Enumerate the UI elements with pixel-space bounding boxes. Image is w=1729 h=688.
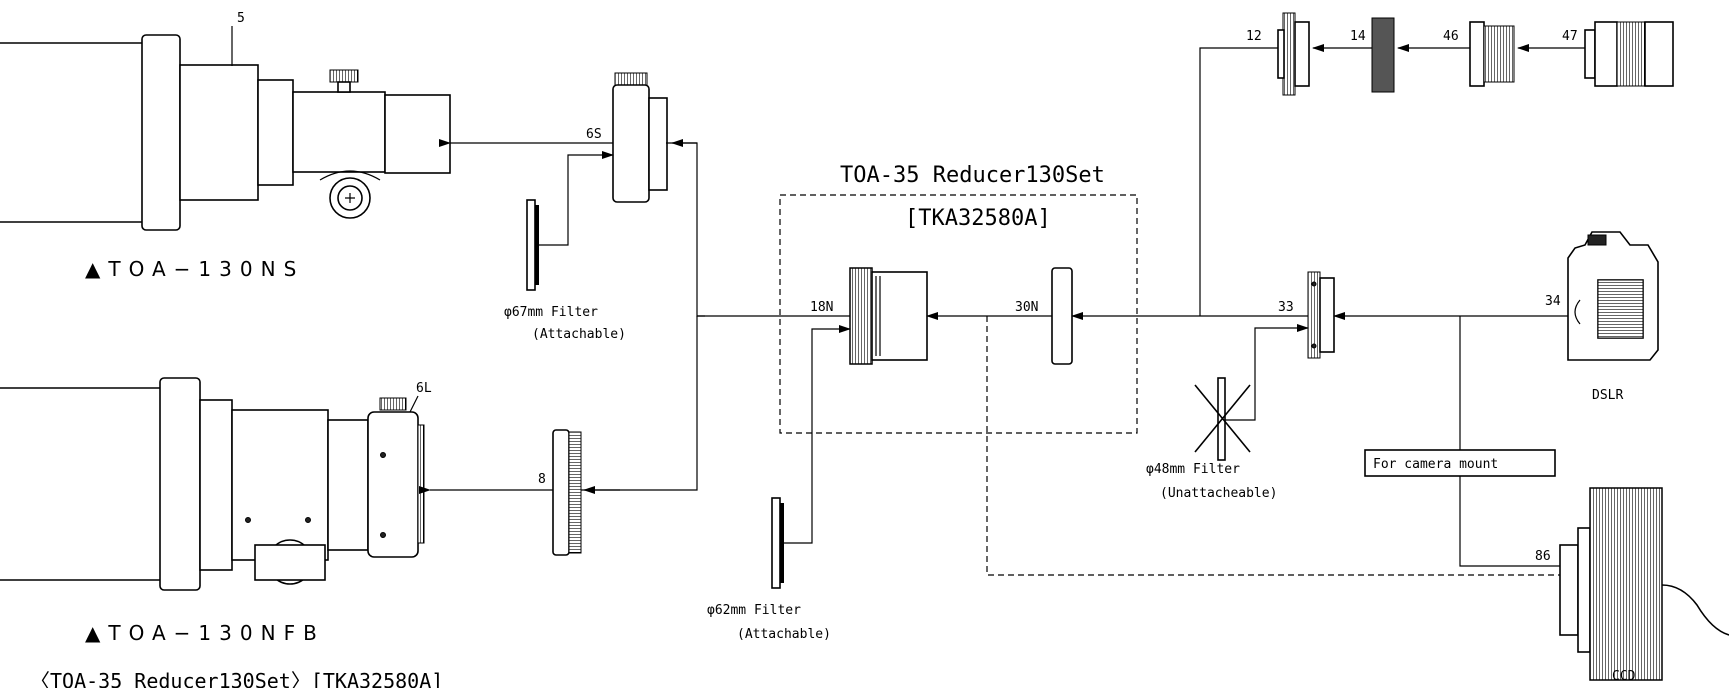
telescope-toa130ns xyxy=(0,34,451,231)
scope-ns-name: ▲TOA−130NS xyxy=(85,257,304,281)
camera-mount-label: For camera mount xyxy=(1373,457,1498,472)
part-12-adapter xyxy=(1277,12,1310,96)
part-12-label: 12 xyxy=(1246,29,1262,44)
reducer-set-code: [TKA32580A] xyxy=(905,206,1051,231)
scope-nfb-name: ▲TOA−130NFB xyxy=(85,621,325,645)
part-47-label: 47 xyxy=(1562,29,1578,44)
part-6l-label: 6L xyxy=(416,381,432,396)
reducer-set-title: TOA-35 Reducer130Set xyxy=(840,163,1105,188)
part-18n-label: 18N xyxy=(810,300,833,315)
reducer-set-box xyxy=(779,194,1138,434)
part-30n-adapter xyxy=(1051,267,1073,365)
part-18n-reducer xyxy=(849,267,928,365)
filter-62-size: φ62mm Filter xyxy=(707,603,801,618)
filter-48-size: φ48mm Filter xyxy=(1146,462,1240,477)
part-6s-adapter xyxy=(612,72,668,203)
ccd-camera xyxy=(1589,487,1729,681)
footer-caption: 〈TOA-35 Reducer130Set〉[TKA32580A] xyxy=(30,669,443,688)
part-86-adapter xyxy=(1559,527,1591,653)
dslr-label: DSLR xyxy=(1592,388,1623,403)
part-34-label: 34 xyxy=(1545,294,1561,309)
part-33-label: 33 xyxy=(1278,300,1294,315)
part-33-adapter xyxy=(1307,271,1335,359)
part-8-ring xyxy=(552,429,582,556)
part-47-eyepiece xyxy=(1584,21,1674,87)
part-14-label: 14 xyxy=(1350,29,1366,44)
filter-48-note: (Unattacheable) xyxy=(1160,486,1277,501)
filter-67-size: φ67mm Filter xyxy=(504,305,598,320)
filter-67-note: (Attachable) xyxy=(532,327,626,342)
part-8-label: 8 xyxy=(538,472,546,487)
part-6s-label: 6S xyxy=(586,127,602,142)
part-86-label: 86 xyxy=(1535,549,1551,564)
part-5-label: 5 xyxy=(237,11,245,26)
part-14-ring xyxy=(1371,17,1395,93)
dslr-camera xyxy=(1567,231,1659,361)
telescope-toa130nfb xyxy=(0,377,425,591)
part-46-adapter xyxy=(1469,21,1515,87)
part-30n-label: 30N xyxy=(1015,300,1038,315)
part-46-label: 46 xyxy=(1443,29,1459,44)
filter-62-note: (Attachable) xyxy=(737,627,831,642)
ccd-label: CCD xyxy=(1612,669,1636,684)
